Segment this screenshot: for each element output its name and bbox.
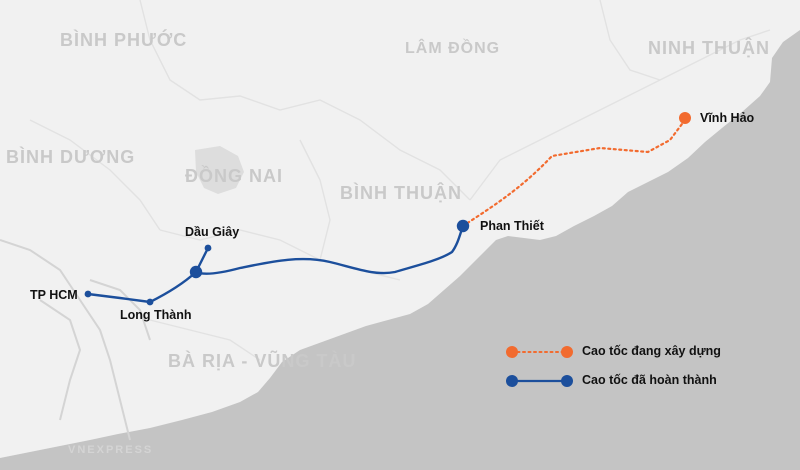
construction-expressway [461,118,687,228]
legend-construction-symbol [506,346,573,358]
place-label-tp-hcm: TP HCM [30,288,78,302]
region-label-lam-dong: LÂM ĐỒNG [405,40,501,57]
lake-patch [195,146,244,194]
region-label-ninh-thuan: NINH THUẬN [648,38,770,58]
legend-label-under-construction: Cao tốc đang xây dựng [582,344,721,358]
region-label-binh-duong: BÌNH DƯƠNG [6,147,136,167]
place-label-long-thanh: Long Thành [120,308,192,322]
region-label-binh-phuoc: BÌNH PHƯỚC [60,30,188,50]
legend-completed-symbol [506,375,573,387]
node-phan-thiet [456,219,470,233]
place-label-phan-thiet: Phan Thiết [480,219,544,233]
province-borders [29,0,771,361]
region-label-dong-nai: ĐỒNG NAI [185,166,283,186]
node-tp-hcm [84,290,92,298]
sea-area [0,30,800,470]
region-label-ba-ria-vung-tau: BÀ RỊA - VŨNG TÀU [168,351,357,371]
node-vinh-hao [679,112,691,124]
watermark: VNEXPRESS [68,444,154,456]
place-label-dau-giay: Dầu Giây [185,225,240,239]
place-label-vinh-hao: Vĩnh Hảo [700,111,755,125]
region-label-binh-thuan: BÌNH THUẬN [340,183,462,203]
legend-label-completed: Cao tốc đã hoàn thành [582,373,717,387]
node-long-thanh [146,298,154,306]
node-junction [189,265,203,279]
node-dau-giay [204,244,212,252]
